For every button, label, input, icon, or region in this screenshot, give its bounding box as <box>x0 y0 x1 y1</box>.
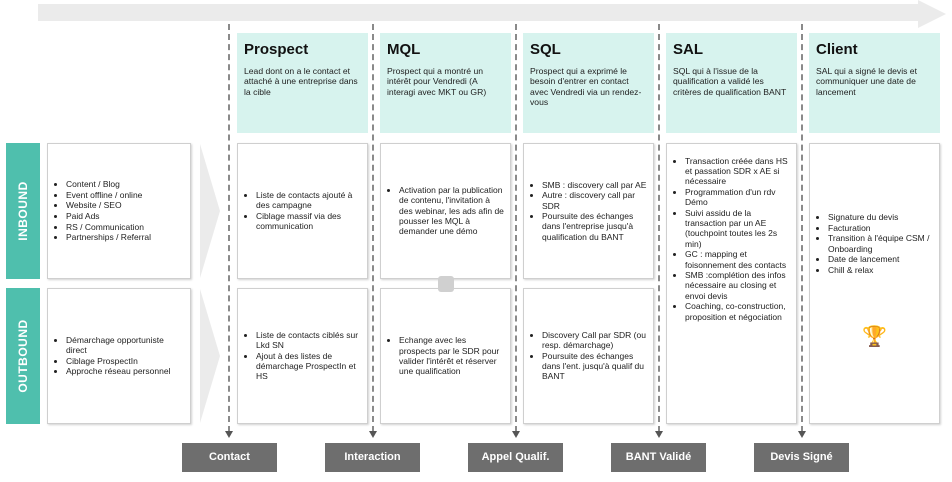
stage-sql: SQL Prospect qui a exprimé le besoin d'e… <box>523 33 654 133</box>
outbound-prospect: Liste de contacts ciblés sur Lkd SN Ajou… <box>237 288 368 424</box>
outbound-mql: Echange avec les prospects par le SDR po… <box>380 288 511 424</box>
list-item: Website / SEO <box>66 200 151 210</box>
milestone-interaction: Interaction <box>325 443 420 472</box>
list-item: Programmation d'un rdv Démo <box>685 187 790 207</box>
stage-title: MQL <box>387 41 421 58</box>
list-item: Partnerships / Referral <box>66 232 151 242</box>
stage-divider <box>658 24 660 432</box>
list-item: Ciblage ProspectIn <box>66 356 184 366</box>
inbound-sources: Content / Blog Event offline / online We… <box>47 143 191 279</box>
inbound-sql: SMB : discovery call par AE Autre : disc… <box>523 143 654 279</box>
stage-sal: SAL SQL qui à l'issue de la qualificatio… <box>666 33 797 133</box>
stage-divider <box>228 24 230 432</box>
list-item: Poursuite des échanges dans l'entreprise… <box>542 211 647 242</box>
stage-client: Client SAL qui a signé le devis et commu… <box>809 33 940 133</box>
stage-prospect: Prospect Lead dont on a le contact et at… <box>237 33 368 133</box>
flow-arrow-head <box>918 0 946 28</box>
list-item: Discovery Call par SDR (ou resp. démarch… <box>542 330 647 350</box>
list-item: Facturation <box>828 223 933 233</box>
stage-title: SQL <box>530 41 561 58</box>
list-item: Autre : discovery call par SDR <box>542 190 647 210</box>
outbound-sources: Démarchage opportuniste direct Ciblage P… <box>47 288 191 424</box>
list-item: GC : mapping et foisonnement des contact… <box>685 249 790 269</box>
inbound-prospect: Liste de contacts ajouté à des campagne … <box>237 143 368 279</box>
stage-mql: MQL Prospect qui a montré un intérêt pou… <box>380 33 511 133</box>
stage-title: Prospect <box>244 41 309 58</box>
list-item: SMB :complétion des infos nécessaire au … <box>685 270 790 301</box>
stage-title: Client <box>816 41 858 58</box>
arrow-down-icon <box>512 431 520 438</box>
stage-divider <box>801 24 803 432</box>
connector-icon <box>438 276 454 292</box>
trophy-icon: 🏆 <box>862 326 887 348</box>
arrow-down-icon <box>369 431 377 438</box>
list-item: Coaching, co-construction, proposition e… <box>685 301 790 321</box>
list-item: Transaction créée dans HS et passation S… <box>685 156 790 187</box>
milestone-contact: Contact <box>182 443 277 472</box>
list-item: Liste de contacts ciblés sur Lkd SN <box>256 330 361 350</box>
list-item: Activation par la publication de contenu… <box>399 185 504 236</box>
stage-divider <box>515 24 517 432</box>
sal-actions: Transaction créée dans HS et passation S… <box>666 143 797 424</box>
list-item: Ajout à des listes de démarchage Prospec… <box>256 351 361 382</box>
milestone-devis-signe: Devis Signé <box>754 443 849 472</box>
list-item: Event offline / online <box>66 190 151 200</box>
list-item: Echange avec les prospects par le SDR po… <box>399 335 504 376</box>
list-item: Poursuite des échanges dans l'ent. jusqu… <box>542 351 647 382</box>
inbound-mql: Activation par la publication de contenu… <box>380 143 511 279</box>
list-item: Content / Blog <box>66 179 151 189</box>
stage-desc: Lead dont on a le contact et attaché à u… <box>244 66 358 97</box>
stage-title: SAL <box>673 41 703 58</box>
chevron-right-icon <box>200 289 220 423</box>
row-label-text: OUTBOUND <box>16 319 30 393</box>
list-item: Signature du devis <box>828 212 933 222</box>
list-item: Ciblage massif via des communication <box>256 211 361 231</box>
arrow-down-icon <box>798 431 806 438</box>
list-item: Transition à l'équipe CSM / Onboarding <box>828 233 933 253</box>
chevron-right-icon <box>200 144 220 278</box>
row-label-inbound: INBOUND <box>6 143 40 279</box>
row-label-outbound: OUTBOUND <box>6 288 40 424</box>
client-actions: Signature du devis Facturation Transitio… <box>809 143 940 424</box>
list-item: Paid Ads <box>66 211 151 221</box>
list-item: RS / Communication <box>66 222 151 232</box>
list-item: Démarchage opportuniste direct <box>66 335 184 355</box>
stage-desc: SQL qui à l'issue de la qualification a … <box>673 66 787 97</box>
row-label-text: INBOUND <box>16 181 30 241</box>
arrow-down-icon <box>655 431 663 438</box>
arrow-down-icon <box>225 431 233 438</box>
list-item: Liste de contacts ajouté à des campagne <box>256 190 361 210</box>
milestone-appel-qualif: Appel Qualif. <box>468 443 563 472</box>
list-item: Chill & relax <box>828 265 933 275</box>
stage-desc: Prospect qui a montré un intérêt pour Ve… <box>387 66 487 97</box>
stage-divider <box>372 24 374 432</box>
outbound-sql: Discovery Call par SDR (ou resp. démarch… <box>523 288 654 424</box>
list-item: Approche réseau personnel <box>66 366 184 376</box>
stage-desc: Prospect qui a exprimé le besoin d'entre… <box>530 66 642 108</box>
list-item: SMB : discovery call par AE <box>542 180 647 190</box>
flow-arrow-bar <box>38 4 918 21</box>
list-item: Date de lancement <box>828 254 933 264</box>
milestone-bant-valide: BANT Validé <box>611 443 706 472</box>
list-item: Suivi assidu de la transaction par un AE… <box>685 208 790 249</box>
stage-desc: SAL qui a signé le devis et communiquer … <box>816 66 917 97</box>
